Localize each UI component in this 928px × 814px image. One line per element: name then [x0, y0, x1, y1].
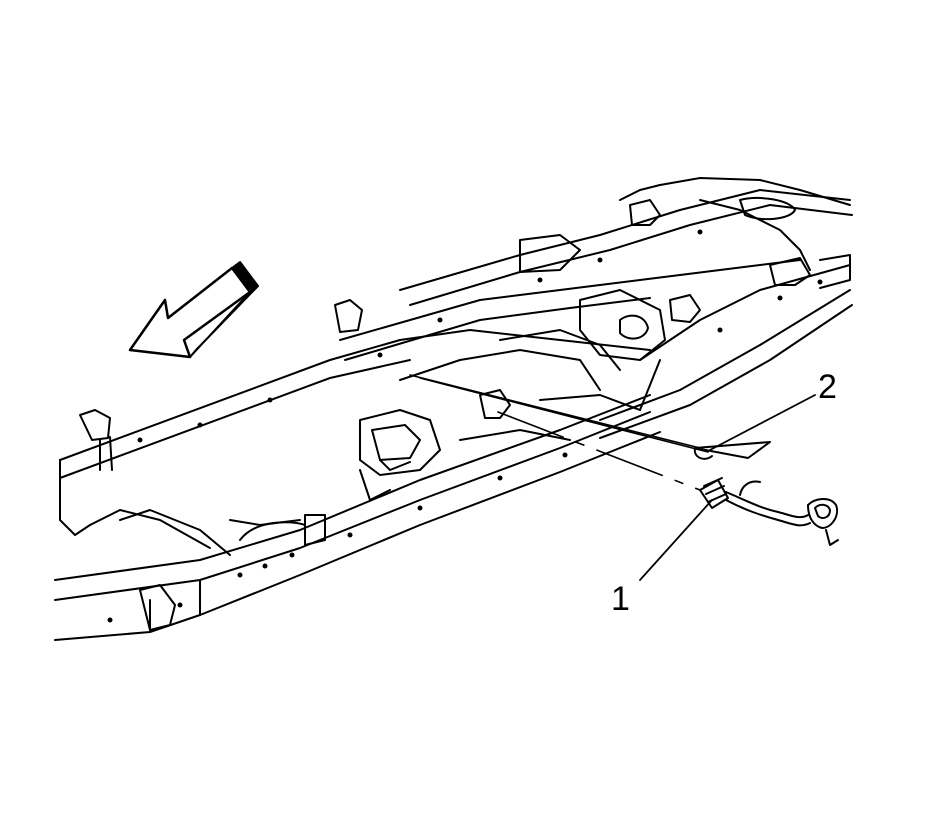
rail-mounting-holes [107, 229, 823, 623]
front-crossmember [79, 299, 363, 631]
part-2-bracket [693, 441, 771, 460]
inner-rails [339, 177, 853, 361]
installation-leader-lines [409, 374, 709, 491]
front-direction-arrow-icon [128, 261, 259, 359]
part-1-fitting-hose [699, 477, 839, 546]
callout-label-2: 2 [818, 368, 837, 406]
left-frame-rail [54, 329, 661, 641]
callout-leaders [639, 394, 816, 581]
callout-label-1: 1 [611, 580, 630, 618]
right-frame-rail [599, 264, 853, 439]
rear-crossmember [359, 329, 641, 501]
